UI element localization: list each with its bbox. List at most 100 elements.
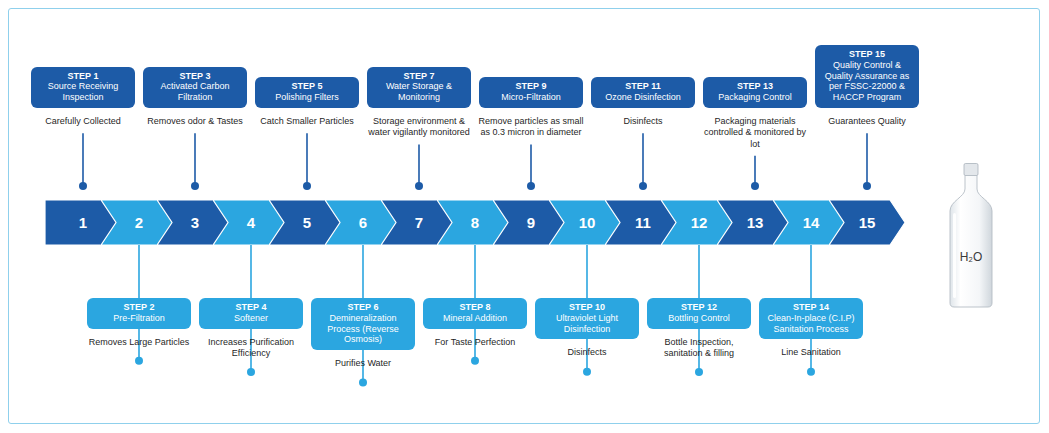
step-heading: STEP 8 (426, 302, 524, 313)
step-title: Micro-Filtration (482, 92, 580, 103)
step-box: STEP 15Quality Control & Quality Assuran… (815, 45, 919, 108)
step-card-top: STEP 7Water Storage & MonitoringStorage … (363, 67, 475, 139)
step-title: Water Storage & Monitoring (370, 81, 468, 103)
step-description: Catch Smaller Particles (254, 116, 360, 127)
step-number: 9 (527, 214, 535, 231)
step-description: Removes Large Particles (86, 337, 192, 348)
step-card-top: STEP 9Micro-FiltrationRemove particles a… (475, 77, 587, 138)
connector-line (530, 145, 532, 187)
connector-line (306, 133, 308, 186)
chevron-fill (829, 200, 905, 245)
water-bottle (948, 163, 994, 308)
leader-connector (415, 145, 423, 191)
step-heading: STEP 4 (202, 302, 300, 313)
step-card-bottom: STEP 14Clean-In-place (C.I.P) Sanitation… (755, 298, 867, 359)
step-number: 13 (747, 214, 764, 231)
step-title: Source Receiving Inspection (34, 81, 132, 103)
connector-dot (191, 182, 199, 190)
step-box: STEP 2Pre-Filtration (87, 298, 191, 329)
step-box: STEP 5Polishing Filters (255, 77, 359, 108)
connector-line (82, 133, 84, 186)
step-box: STEP 6Demineralization Process (Reverse … (311, 298, 415, 350)
leader-connector (863, 133, 871, 190)
step-heading: STEP 10 (538, 302, 636, 313)
step-number: 3 (191, 214, 199, 231)
step-heading: STEP 2 (90, 302, 188, 313)
connector-dot (695, 368, 703, 376)
step-heading: STEP 15 (818, 49, 916, 60)
step-description: Disinfects (590, 116, 696, 127)
connector-dot (303, 182, 311, 190)
step-number: 8 (471, 214, 479, 231)
step-heading: STEP 3 (146, 71, 244, 82)
step-number: 11 (635, 214, 651, 231)
step-heading: STEP 6 (314, 302, 412, 313)
leader-connector (639, 133, 647, 190)
step-heading: STEP 1 (34, 71, 132, 82)
step-box: STEP 1Source Receiving Inspection (31, 67, 135, 108)
step-number: 5 (303, 214, 311, 231)
step-box: STEP 12Bottling Control (647, 298, 751, 329)
step-card-top: STEP 13Packaging ControlPackaging materi… (699, 77, 811, 149)
step-number: 1 (79, 214, 87, 231)
connector-dot (79, 182, 87, 190)
step-title: Ozone Disinfection (594, 92, 692, 103)
step-card-bottom: STEP 10Ultraviolet Light DisinfectionDis… (531, 298, 643, 359)
step-card-top: STEP 15Quality Control & Quality Assuran… (811, 45, 923, 127)
step-title: Pre-Filtration (90, 313, 188, 324)
connector-dot (751, 182, 759, 190)
step-box: STEP 13Packaging Control (703, 77, 807, 108)
step-card-bottom: STEP 12Bottling ControlBottle Inspection… (643, 298, 755, 359)
connector-dot (807, 368, 815, 376)
bottle-label: H₂O (948, 250, 994, 264)
step-title: Demineralization Process (Reverse Osmosi… (314, 313, 412, 345)
step-box: STEP 8Mineral Addition (423, 298, 527, 329)
step-description: Bottle Inspection, sanitation & filling (646, 337, 752, 360)
step-box: STEP 4Softener (199, 298, 303, 329)
step-chevron: 15 (829, 200, 905, 245)
connector-dot (639, 182, 647, 190)
step-title: Ultraviolet Light Disinfection (538, 313, 636, 335)
step-description: For Taste Perfection (422, 337, 528, 348)
leader-connector (303, 133, 311, 190)
step-card-bottom: STEP 4SoftenerIncreases Purification Eff… (195, 298, 307, 359)
step-card-bottom: STEP 6Demineralization Process (Reverse … (307, 298, 419, 369)
connector-dot (583, 368, 591, 376)
step-heading: STEP 7 (370, 71, 468, 82)
step-description: Line Sanitation (758, 347, 864, 358)
step-number: 6 (359, 214, 367, 231)
connector-dot (527, 182, 535, 190)
connector-line (418, 145, 420, 187)
step-description: Increases Purification Efficiency (198, 337, 304, 360)
step-number: 14 (803, 214, 820, 231)
leader-connector (751, 156, 759, 190)
step-card-bottom: STEP 2Pre-FiltrationRemoves Large Partic… (83, 298, 195, 348)
step-title: Clean-In-place (C.I.P) Sanitation Proces… (762, 313, 860, 335)
step-description: Disinfects (534, 347, 640, 358)
step-card-top: STEP 3Activated Carbon FiltrationRemoves… (139, 67, 251, 128)
step-card-top: STEP 11Ozone DisinfectionDisinfects (587, 77, 699, 127)
connector-dot (359, 378, 367, 386)
step-title: Quality Control & Quality Assurance as p… (818, 60, 916, 103)
step-heading: STEP 14 (762, 302, 860, 313)
step-title: Polishing Filters (258, 92, 356, 103)
step-card-top: STEP 1Source Receiving InspectionCareful… (27, 67, 139, 128)
step-heading: STEP 13 (706, 81, 804, 92)
connector-line (194, 133, 196, 186)
leader-connector (191, 133, 199, 190)
step-number: 15 (859, 214, 876, 231)
step-description: Carefully Collected (30, 116, 136, 127)
step-heading: STEP 11 (594, 81, 692, 92)
step-number: 10 (579, 214, 596, 231)
step-description: Storage environment & water vigilantly m… (366, 116, 472, 139)
step-title: Softener (202, 313, 300, 324)
step-box: STEP 9Micro-Filtration (479, 77, 583, 108)
step-box: STEP 7Water Storage & Monitoring (367, 67, 471, 108)
step-heading: STEP 9 (482, 81, 580, 92)
connector-dot (471, 357, 479, 365)
leader-connector (527, 145, 535, 191)
step-description: Removes odor & Tastes (142, 116, 248, 127)
step-description: Remove particles as small as 0.3 micron … (478, 116, 584, 139)
step-description: Guarantees Quality (814, 116, 920, 127)
step-description: Purifies Water (310, 358, 416, 369)
